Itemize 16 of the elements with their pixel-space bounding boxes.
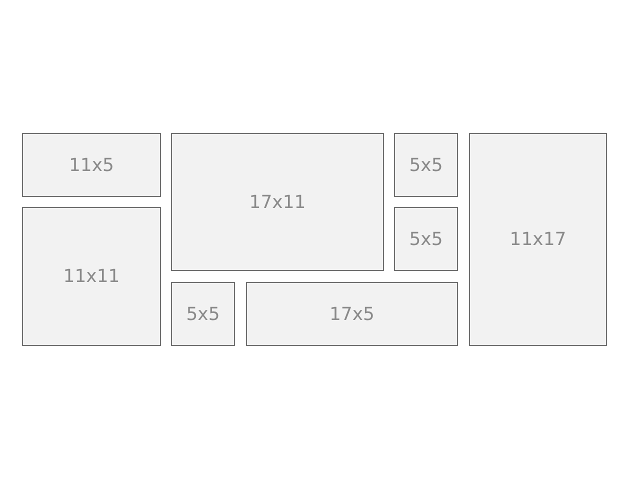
size-box [22, 133, 161, 197]
size-label: 5x5 [409, 228, 443, 250]
size-box [171, 133, 384, 271]
size-label: 11x17 [510, 229, 566, 250]
size-label: 17x5 [329, 304, 374, 324]
size-box [171, 282, 235, 346]
size-label: 11x5 [68, 154, 114, 176]
size-box [22, 207, 161, 346]
size-box [246, 282, 458, 346]
size-label: 17x11 [249, 192, 306, 212]
size-label: 5x5 [186, 304, 220, 324]
size-box [394, 207, 458, 271]
size-box [394, 133, 458, 197]
size-label: 5x5 [409, 154, 443, 176]
size-label: 11x11 [63, 266, 120, 287]
size-box [469, 133, 607, 346]
